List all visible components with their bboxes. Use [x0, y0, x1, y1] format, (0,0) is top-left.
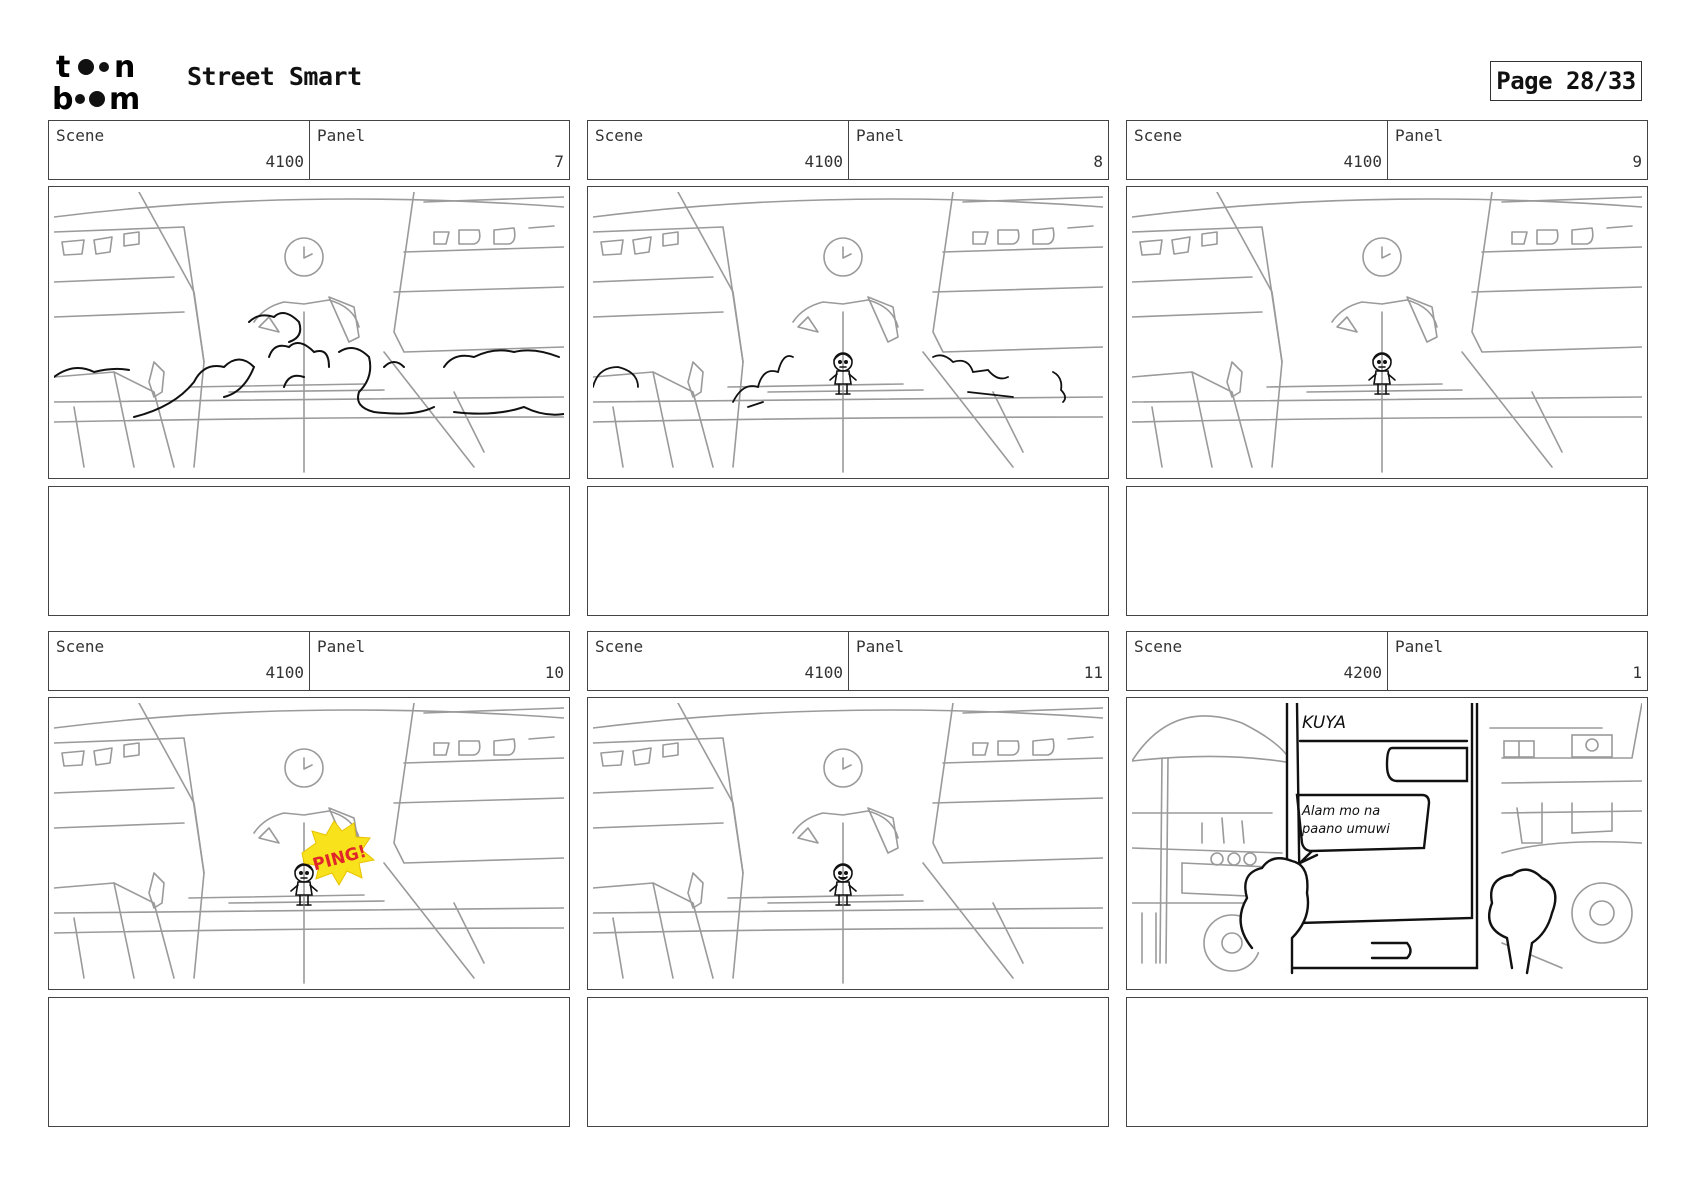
scene-number: 4200	[1343, 663, 1382, 682]
scene-cell: Scene 4100	[49, 632, 310, 690]
scene-number: 4100	[265, 152, 304, 171]
street-sketch-ping: PING!	[54, 703, 564, 984]
street-sketch-thin-smoke	[593, 192, 1103, 473]
panel-notes-box	[48, 486, 570, 616]
street-sketch-with-smoke	[54, 192, 564, 473]
panel-header: Scene 4200 Panel 1	[1126, 631, 1648, 691]
panel-notes-box	[587, 997, 1109, 1127]
panel-image-frame	[587, 697, 1109, 990]
panel-header: Scene 4100 Panel 8	[587, 120, 1109, 180]
panel-cell: Panel 10	[310, 632, 569, 690]
page-indicator: Page 28/33	[1490, 61, 1642, 101]
scene-cell: Scene 4100	[49, 121, 310, 179]
scene-cell: Scene 4200	[1127, 632, 1388, 690]
scene-number: 4100	[804, 663, 843, 682]
panel-notes-box	[587, 486, 1109, 616]
panel-cell: Panel 11	[849, 632, 1108, 690]
panel-image-frame	[48, 186, 570, 479]
panel-image-frame	[587, 186, 1109, 479]
panel-notes-box	[1126, 486, 1648, 616]
scene-cell: Scene 4100	[1127, 121, 1388, 179]
panel-header: Scene 4100 Panel 11	[587, 631, 1109, 691]
phone-and-hands	[1239, 703, 1557, 975]
panel-number: 10	[544, 663, 564, 682]
panel-label: Panel	[1395, 637, 1444, 656]
panel-number: 7	[554, 152, 564, 171]
panel-label: Panel	[856, 126, 905, 145]
panel-cell: Panel 9	[1388, 121, 1647, 179]
phone-closeup-sketch: KUYA Alam mo na paano umuwi	[1132, 703, 1642, 975]
street-sketch-character	[1132, 192, 1642, 473]
panel-image-frame	[1126, 186, 1648, 479]
panel-image-frame: KUYA Alam mo na paano umuwi	[1126, 697, 1648, 990]
background-sketch	[1132, 703, 1642, 972]
panel-number: 8	[1093, 152, 1103, 171]
svg-text:b: b	[52, 82, 73, 112]
scene-number: 4100	[265, 663, 304, 682]
panel-cell: Panel 8	[849, 121, 1108, 179]
scene-number: 4100	[1343, 152, 1382, 171]
street-sketch-smile	[593, 703, 1103, 984]
panel-number: 1	[1632, 663, 1642, 682]
panel-label: Panel	[1395, 126, 1444, 145]
svg-text:m: m	[109, 82, 140, 112]
panel-cell: Panel 1	[1388, 632, 1647, 690]
panel-label: Panel	[856, 637, 905, 656]
panel-image-frame: PING!	[48, 697, 570, 990]
panel-notes-box	[1126, 997, 1648, 1127]
panel-label: Panel	[317, 637, 366, 656]
panel-header: Scene 4100 Panel 7	[48, 120, 570, 180]
scene-number: 4100	[804, 152, 843, 171]
panel-number: 11	[1083, 663, 1103, 682]
scene-label: Scene	[595, 126, 644, 145]
svg-text:n: n	[114, 50, 135, 85]
scene-label: Scene	[1134, 637, 1183, 656]
panel-header: Scene 4100 Panel 10	[48, 631, 570, 691]
scene-cell: Scene 4100	[588, 121, 849, 179]
panel-header: Scene 4100 Panel 9	[1126, 120, 1648, 180]
scene-label: Scene	[56, 126, 105, 145]
scene-label: Scene	[56, 637, 105, 656]
scene-label: Scene	[1134, 126, 1183, 145]
scene-cell: Scene 4100	[588, 632, 849, 690]
document-title: Street Smart	[187, 62, 362, 91]
scene-label: Scene	[595, 637, 644, 656]
panel-label: Panel	[317, 126, 366, 145]
panel-notes-box	[48, 997, 570, 1127]
toon-boom-logo: t n b m	[52, 50, 140, 112]
panel-cell: Panel 7	[310, 121, 569, 179]
phone-contact-name: KUYA	[1302, 713, 1346, 733]
panel-number: 9	[1632, 152, 1642, 171]
phone-message-line2: paano umuwi	[1301, 822, 1390, 837]
phone-message-line1: Alam mo na	[1301, 804, 1380, 819]
svg-text:t: t	[56, 50, 70, 85]
